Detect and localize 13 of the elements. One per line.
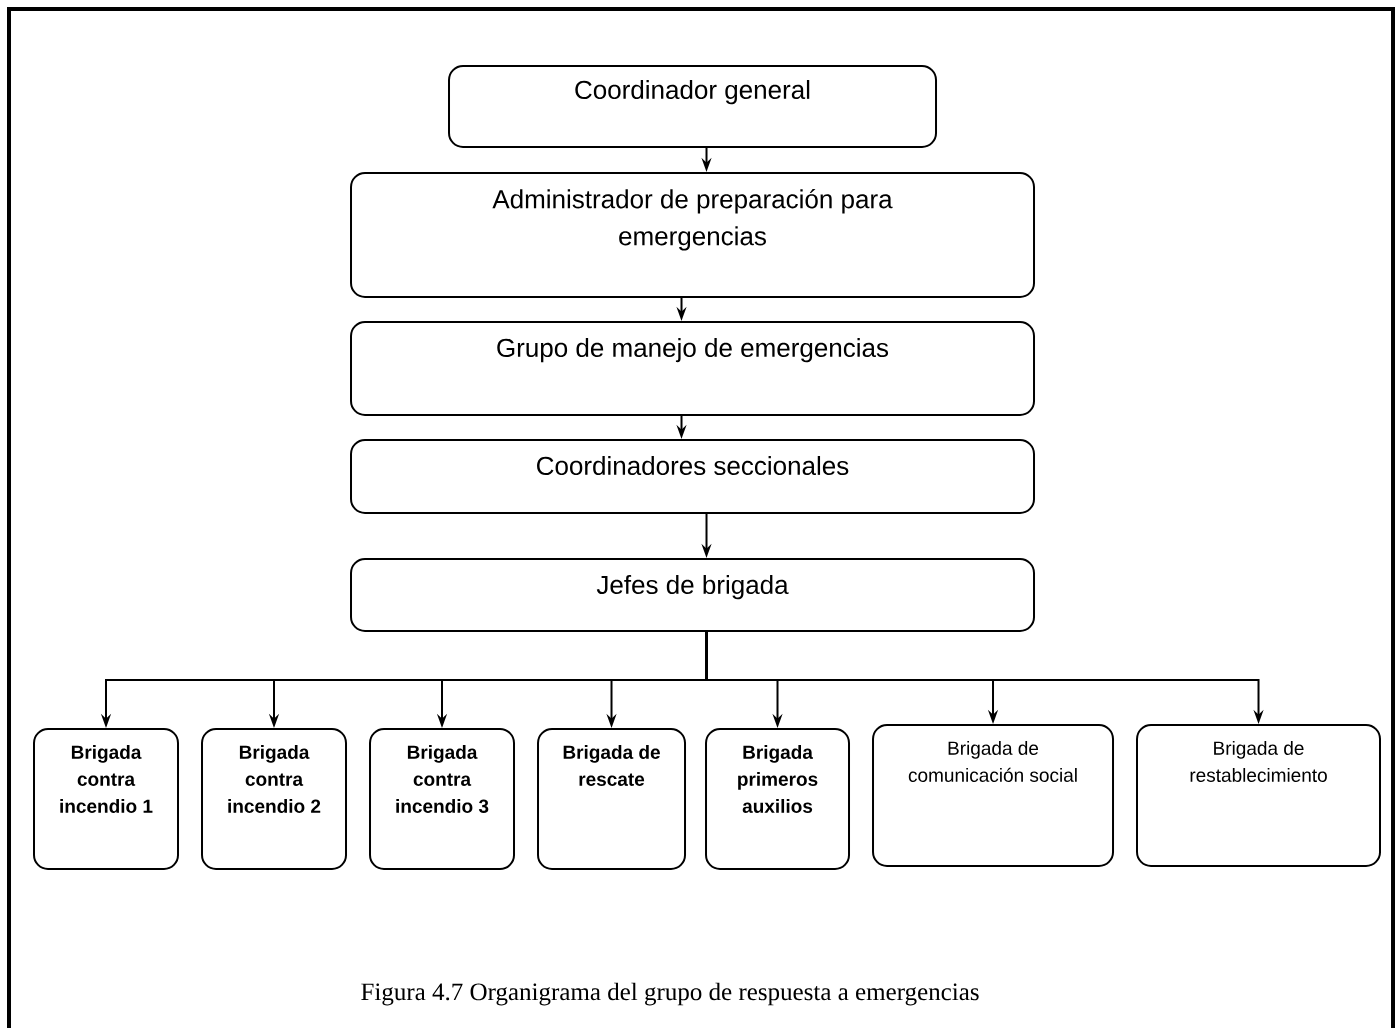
role-box: Brigada primeros auxilios (705, 728, 850, 870)
role-box: Brigada contra incendio 2 (201, 728, 347, 870)
role-box: Grupo de manejo de emergencias (350, 321, 1035, 416)
role-box: Brigada contra incendio 1 (33, 728, 179, 870)
role-box: Brigada de rescate (537, 728, 686, 870)
role-box: Brigada contra incendio 3 (369, 728, 515, 870)
figure-caption: Figura 4.7 Organigrama del grupo de respuesta a emergencias (361, 982, 979, 1006)
role-box: Coordinadores seccionales (350, 439, 1035, 514)
role-box: Administrador de preparación para emergencias (350, 172, 1035, 298)
role-box: Brigada de comunicación social (872, 724, 1114, 867)
role-box: Brigada de restablecimiento (1136, 724, 1381, 867)
role-box: Jefes de brigada (350, 558, 1035, 632)
role-box: Coordinador general (448, 65, 937, 148)
